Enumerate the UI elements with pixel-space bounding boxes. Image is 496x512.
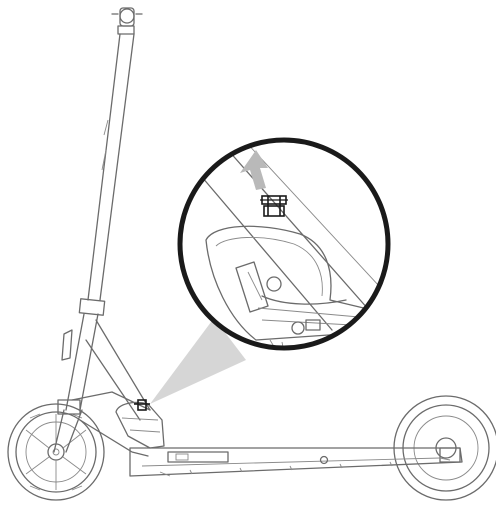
magnifier-ring — [177, 137, 391, 351]
up-arrow-icon — [240, 150, 268, 190]
magnified-joint-detail — [195, 140, 388, 348]
steering-stem — [53, 7, 143, 453]
front-frame — [71, 319, 165, 457]
front-wheel — [7, 403, 105, 501]
folding-latch-icon — [260, 195, 288, 217]
magnifier-background — [180, 140, 388, 348]
deck — [129, 447, 463, 477]
callout-beam — [150, 318, 246, 404]
